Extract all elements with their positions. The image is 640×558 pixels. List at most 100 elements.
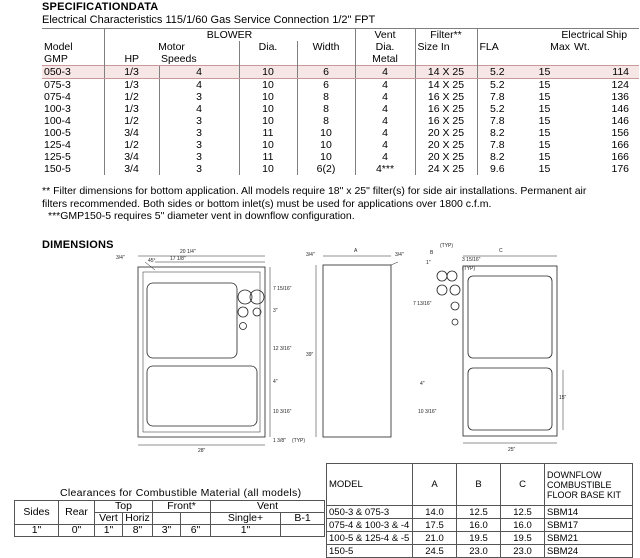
hdr-fla: FLA	[476, 41, 518, 53]
spec-cell: 5.2	[476, 78, 518, 91]
dim-label: 3"	[273, 308, 278, 314]
side-view-drawing	[315, 255, 399, 438]
spec-cell: 3/4	[103, 127, 159, 139]
spec-cell: 4	[354, 115, 416, 127]
base-kit-cell: SBM14	[544, 505, 633, 519]
spec-cell: 100-3	[44, 103, 71, 115]
note-filter: ** Filter dimensions for bottom applicat…	[42, 185, 587, 197]
dim-label: (TYP)	[292, 438, 305, 444]
dim-label: 28"	[198, 448, 206, 454]
base-kit-cell: 100-5 & 125-4 & -5	[326, 531, 413, 545]
spec-cell: 4	[158, 103, 239, 115]
dim-label: 7 15/16"	[273, 286, 292, 292]
base-hdr-c: C	[500, 463, 545, 506]
base-kit-cell: 14.0	[412, 505, 457, 519]
clr-rear: 0"	[58, 524, 95, 537]
spec-cell: 075-4	[44, 91, 71, 103]
clr-hdr-b1: B-1	[280, 512, 325, 525]
dim-label: (TYP)	[440, 243, 453, 249]
spec-cell: 4	[354, 139, 416, 151]
hdr-vent-dia: Dia.	[354, 41, 416, 53]
note-vent: ***GMP150-5 requires 5" diameter vent in…	[48, 210, 355, 222]
spec-cell: 3	[158, 151, 239, 163]
dim-label: 3/4"	[306, 252, 315, 258]
clr-hdr-rear: Rear	[58, 500, 95, 525]
notes: ** Filter dimensions for bottom applicat…	[42, 185, 586, 223]
spec-cell: 11	[238, 127, 297, 139]
base-kit-cell: 21.0	[412, 531, 457, 545]
base-kit-cell: SBM17	[544, 518, 633, 532]
spec-cell: 10	[238, 103, 297, 115]
spec-cell: 150-5	[44, 163, 71, 175]
spec-cell: 10	[238, 91, 297, 103]
base-kit-cell: 23.0	[456, 544, 501, 558]
side-view-labels: A 3/4" 3/4" 39"	[306, 248, 404, 358]
clr-hdr-vert: Vert	[94, 512, 123, 525]
spec-cell: 6(2)	[296, 163, 356, 175]
spec-cell: 5.2	[476, 103, 518, 115]
spec-cell: 24 X 25	[414, 163, 478, 175]
base-hdr-model: MODEL	[326, 463, 413, 506]
dim-label: 1 3/8"	[273, 438, 286, 444]
dim-label: 3/4"	[116, 255, 125, 261]
spec-cell: 050-3	[42, 65, 104, 79]
base-kit-cell: 17.5	[412, 518, 457, 532]
dim-label: 3/4"	[395, 252, 404, 258]
spec-cell: 5.2	[476, 65, 518, 79]
spec-cell: 15	[538, 127, 551, 139]
spec-cell: 4	[354, 103, 416, 115]
spec-cell: 15	[538, 115, 551, 127]
spec-cell: 11	[238, 151, 297, 163]
spec-cell: 1/2	[103, 91, 159, 103]
hdr-wt: Wt.	[574, 41, 590, 53]
base-hdr-kit: DOWNFLOW COMBUSTIBLE FLOOR BASE KIT	[544, 463, 633, 506]
base-kit-cell: SBM24	[544, 544, 633, 558]
spec-cell: 20 X 25	[414, 151, 478, 163]
clearances-title: Clearances for Combustible Material (all…	[60, 487, 302, 499]
spec-cell: 1/3	[103, 103, 159, 115]
spec-cell: 3/4	[103, 163, 159, 175]
clr-hdr-front: Front*	[152, 500, 211, 513]
clr-front-b: 6"	[180, 524, 211, 537]
note-inlet: filters recommended. Both sides or botto…	[42, 197, 492, 210]
spec-title: SPECIFICATIONDATA	[42, 1, 159, 13]
spec-cell: 10	[238, 78, 297, 91]
spec-cell: 3	[158, 139, 239, 151]
clr-top-vert: 1"	[94, 524, 123, 537]
floor-base-kit-table: MODEL A B C DOWNFLOW COMBUSTIBLE FLOOR B…	[326, 463, 633, 558]
front-view-labels: 20 1/4" 17 1/8" 3/4" 45° 7 15/16" 3" 12 …	[116, 249, 305, 454]
clr-front-a: 3"	[152, 524, 181, 537]
dim-label: 4"	[420, 381, 425, 387]
hdr-max: Max	[550, 41, 571, 53]
spec-cell: 1/3	[103, 65, 159, 79]
spec-cell: 4	[354, 151, 416, 163]
hdr-speeds: Speeds	[161, 53, 197, 65]
spec-cell: 100-4	[44, 115, 71, 127]
hdr-gmp: GMP	[44, 53, 68, 65]
spec-cell: 3	[158, 91, 239, 103]
spec-subtitle: Electrical Characteristics 115/1/60 Gas …	[42, 14, 376, 26]
spec-cell: 3/4	[103, 151, 159, 163]
spec-cell: 6	[296, 65, 356, 79]
base-hdr-b: B	[456, 463, 501, 506]
spec-cell: 3	[158, 163, 239, 175]
spec-cell: 9.6	[476, 163, 518, 175]
spec-cell: 146	[611, 103, 630, 115]
hdr-model: Model	[44, 41, 73, 53]
dim-label: 15"	[559, 395, 567, 401]
spec-cell: 125-5	[44, 151, 71, 163]
rear-view-labels: C B (TYP) 1" 3 15/16" (TYP) 7 13/16" 4" …	[413, 243, 567, 453]
base-kit-cell: 150-5	[326, 544, 413, 558]
base-kit-cell: 050-3 & 075-3	[326, 505, 413, 519]
dim-label: C	[499, 248, 503, 254]
spec-cell: 8.2	[476, 127, 518, 139]
